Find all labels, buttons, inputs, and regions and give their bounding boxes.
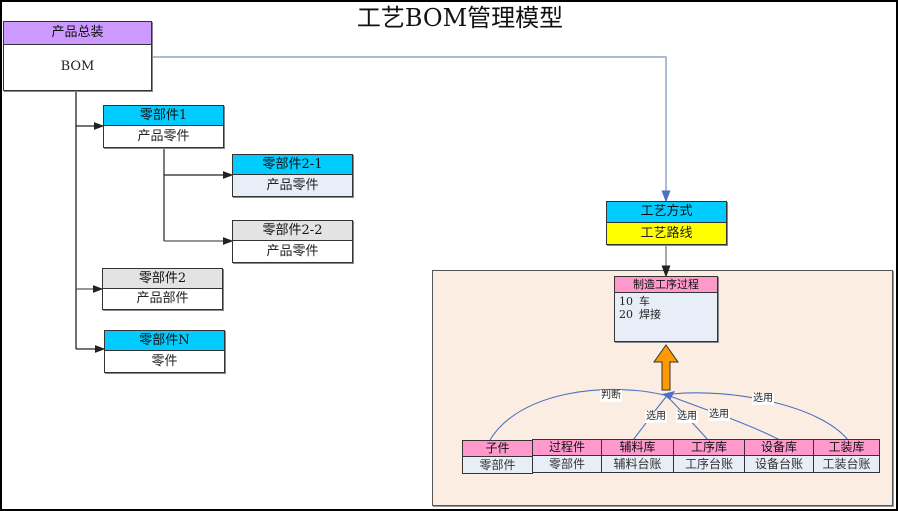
root-node[interactable]: 产品总装 BOM	[3, 21, 152, 91]
part-node-header: 零部件1	[104, 106, 223, 126]
manufacturing-process-header: 制造工序过程	[615, 277, 717, 293]
part-node-body: 产品零件	[137, 129, 190, 144]
library-body: 工序台账	[674, 456, 744, 472]
label-select: 选用	[676, 411, 698, 423]
label-select: 选用	[708, 409, 730, 421]
part-node-header: 零部件2	[103, 269, 222, 289]
library-header: 辅料库	[602, 440, 673, 456]
library-body: 辅料台账	[602, 456, 673, 472]
part-node-2-1[interactable]: 零部件2-1 产品零件	[232, 154, 353, 197]
label-select: 选用	[752, 393, 774, 405]
library-header: 过程件	[533, 440, 601, 456]
library-cell-operation[interactable]: 工序库 工序台账	[673, 439, 745, 473]
part-node-1[interactable]: 零部件1 产品零件	[103, 105, 224, 148]
library-cell-process-part[interactable]: 过程件 零部件	[532, 439, 602, 473]
part-node-body: 产品零件	[266, 244, 319, 259]
process-route-body: 工艺路线	[607, 223, 726, 244]
part-node-2-2[interactable]: 零部件2-2 产品零件	[232, 220, 353, 263]
part-node-header: 零部件2-1	[233, 155, 352, 175]
root-node-header: 产品总装	[4, 22, 151, 45]
label-judge: 判断	[600, 390, 622, 402]
library-cell-tooling[interactable]: 工装库 工装台账	[813, 439, 880, 473]
label-select: 选用	[645, 411, 667, 423]
library-body: 设备台账	[745, 456, 813, 472]
part-node-header: 零部件2-2	[233, 221, 352, 241]
library-body: 工装台账	[814, 456, 879, 472]
library-cell-equipment[interactable]: 设备库 设备台账	[744, 439, 814, 473]
library-header: 工序库	[674, 440, 744, 456]
part-node-n[interactable]: 零部件N 零件	[104, 330, 225, 373]
library-header: 工装库	[814, 440, 879, 456]
library-body: 零部件	[533, 456, 601, 472]
library-header: 子件	[463, 441, 532, 457]
process-method-node[interactable]: 工艺方式 工艺路线	[606, 201, 727, 245]
diagram-title: 工艺BOM管理模型	[356, 4, 564, 32]
library-header: 设备库	[745, 440, 813, 456]
part-node-2[interactable]: 零部件2 产品部件	[102, 268, 223, 310]
process-method-header: 工艺方式	[607, 202, 726, 223]
library-body: 零部件	[463, 457, 532, 473]
part-node-body: 产品部件	[136, 291, 189, 306]
library-cell-child-part[interactable]: 子件 零部件	[462, 440, 533, 474]
part-node-header: 零部件N	[105, 331, 224, 351]
root-node-body: BOM	[60, 59, 95, 74]
library-cell-auxiliary[interactable]: 辅料库 辅料台账	[601, 439, 674, 473]
part-node-body: 零件	[151, 354, 178, 369]
part-node-body: 产品零件	[233, 175, 352, 196]
